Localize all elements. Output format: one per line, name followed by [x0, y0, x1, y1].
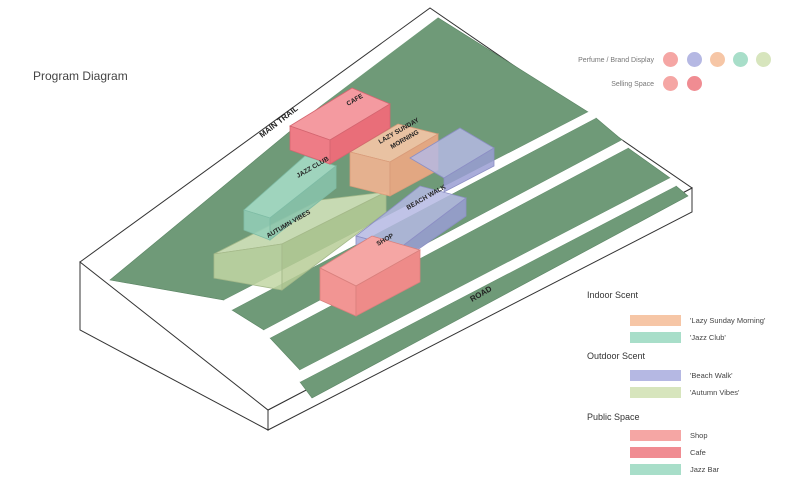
legend-label-jazz-bar: Jazz Bar — [690, 465, 720, 474]
dot-shop-color — [663, 52, 678, 67]
dot-autumn-color — [756, 52, 771, 67]
shop-side — [355, 249, 421, 317]
dot-selling-shop — [663, 76, 678, 91]
selling-space-label: Selling Space — [611, 81, 654, 88]
box-shop — [319, 235, 422, 317]
box-jazz-club — [243, 155, 337, 241]
cafe-side — [329, 103, 391, 165]
legend-heading-indoor: Indoor Scent — [587, 290, 639, 300]
box-beach-walk — [355, 127, 495, 263]
swatch-jazz-bar — [630, 464, 681, 475]
beach-rear-side — [443, 147, 495, 193]
swatch-lazy-sunday — [630, 315, 681, 326]
legend-heading-public: Public Space — [587, 412, 640, 422]
swatch-jazz-club — [630, 332, 681, 343]
legend-label-beach-walk: 'Beach Walk' — [690, 371, 733, 380]
grass-front — [299, 185, 689, 399]
autumn-side — [281, 191, 387, 291]
box-autumn-vibes — [213, 191, 387, 291]
display-legend-row-selling: Selling Space — [572, 76, 772, 100]
legend-heading-outdoor: Outdoor Scent — [587, 351, 646, 361]
jazz-side — [269, 165, 337, 241]
dot-selling-cafe — [687, 76, 702, 91]
main-trail-lane — [86, 10, 440, 272]
swatch-shop — [630, 430, 681, 441]
legend-label-cafe: Cafe — [690, 448, 706, 457]
legend-label-jazz-club: 'Jazz Club' — [690, 333, 726, 342]
swatch-cafe — [630, 447, 681, 458]
display-legend: Perfume / Brand Display Selling Space — [572, 52, 772, 112]
legend-label-autumn-vibes: 'Autumn Vibes' — [690, 388, 740, 397]
legend-label-shop: Shop — [690, 431, 708, 440]
swatch-beach-walk — [630, 370, 681, 381]
dot-lazy-color — [710, 52, 725, 67]
program-boxes — [213, 87, 495, 317]
display-legend-row-perfume: Perfume / Brand Display — [572, 52, 772, 76]
dot-beach-color — [687, 52, 702, 67]
swatch-autumn-vibes — [630, 387, 681, 398]
diagram-title: Program Diagram — [33, 69, 128, 83]
perfume-display-label: Perfume / Brand Display — [578, 57, 654, 64]
road-lane-3 — [300, 178, 676, 382]
legend-label-lazy-sunday: 'Lazy Sunday Morning' — [690, 316, 766, 325]
dot-jazz-color — [733, 52, 748, 67]
box-cafe — [289, 87, 391, 165]
